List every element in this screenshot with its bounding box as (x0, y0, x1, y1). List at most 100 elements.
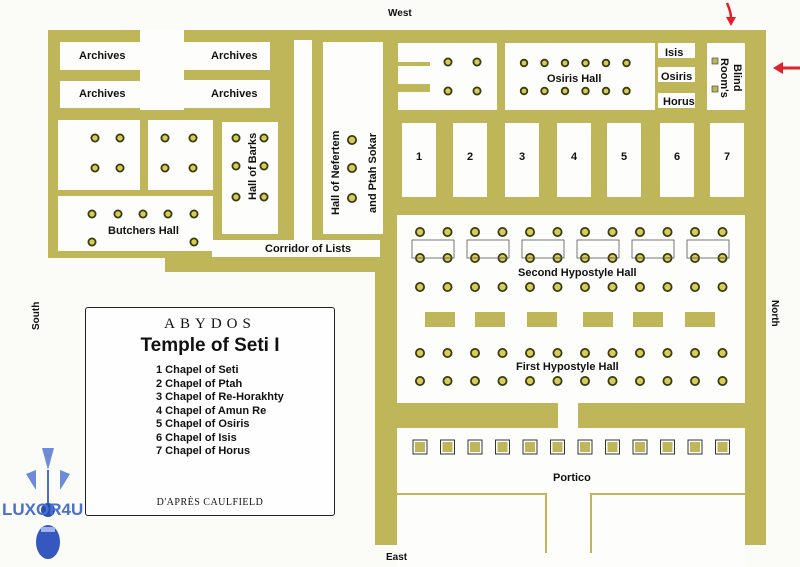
column-core (471, 283, 479, 291)
column-core (444, 377, 451, 385)
column-core (609, 377, 616, 385)
label-archives: Archives (211, 50, 257, 62)
chapel-room (505, 123, 539, 197)
column-core (554, 283, 561, 291)
portico-pillar (440, 439, 455, 455)
label-chapel-number: 4 (571, 151, 578, 163)
column-core (92, 165, 98, 171)
label-archives: Archives (79, 88, 125, 100)
portico-pillar (632, 439, 648, 455)
column-core (562, 60, 568, 66)
portico-pillar-core (690, 442, 700, 452)
label-chapel-number: 1 (416, 151, 422, 163)
column-core (719, 349, 726, 357)
column-core (691, 283, 699, 291)
column-core (89, 211, 95, 217)
column-core (624, 60, 629, 66)
legend-item: 7 Chapel of Horus (156, 445, 251, 457)
column-core (609, 349, 616, 357)
room-labels: Archives Archives Archives Archives Butc… (79, 47, 743, 484)
label-blind-rooms: Blind (731, 64, 743, 92)
column-core (542, 88, 547, 94)
label-corridor-of-lists: Corridor of Lists (265, 243, 351, 255)
column-core (444, 283, 451, 291)
chapel-room (402, 123, 436, 197)
column-core (499, 228, 506, 236)
column-core (117, 165, 123, 171)
chapel-room (710, 123, 744, 197)
label-chapel-number: 6 (674, 151, 680, 163)
label-second-hypostyle-hall: Second Hypostyle Hall (518, 267, 637, 279)
column-core (261, 135, 267, 141)
column-core (603, 60, 609, 66)
column-core (261, 163, 267, 169)
legend-item: 3 Chapel of Re-Horakhty (156, 391, 284, 403)
column-core (474, 59, 480, 65)
chapel-room (607, 123, 641, 197)
column-core (554, 228, 561, 236)
column-core (416, 377, 424, 385)
column-core (526, 377, 534, 385)
chapel-room (660, 123, 694, 197)
label-archives: Archives (211, 88, 257, 100)
portico-pillar (605, 439, 620, 455)
column-core (583, 88, 588, 94)
column-core (664, 377, 671, 385)
portico-pillar-core (662, 442, 673, 452)
column-core (521, 60, 527, 66)
column-core (233, 163, 239, 169)
column-core (444, 228, 451, 236)
portico-pillar (467, 439, 483, 455)
column-core (624, 88, 629, 94)
column-core (233, 135, 239, 141)
portico-pillar-core (552, 442, 563, 452)
portico-pillar (660, 439, 675, 455)
label-archives: Archives (79, 50, 125, 62)
column-core (416, 228, 424, 236)
pier (685, 312, 715, 327)
column-core (115, 211, 121, 217)
label-osiris: Osiris (661, 71, 692, 83)
column-core (609, 283, 616, 291)
column-core (526, 283, 534, 291)
column-core (554, 349, 561, 357)
pier (527, 312, 557, 327)
screen-wall (466, 239, 510, 259)
portico-pillar-core (442, 442, 453, 452)
column-core (691, 377, 699, 385)
portico-pillar (522, 439, 538, 455)
column-core (162, 135, 168, 141)
column-core (636, 349, 644, 357)
legend-item: 1 Chapel of Seti (156, 364, 239, 376)
direction-north: North (769, 300, 780, 327)
direction-east: East (386, 552, 408, 563)
column-core (471, 349, 479, 357)
portico-pillar-core (607, 442, 618, 452)
screen-wall (521, 239, 565, 259)
column-core (191, 239, 197, 245)
column-core (636, 228, 644, 236)
portico-pillar (495, 439, 510, 455)
legend-list: 1 Chapel of Seti 2 Chapel of Ptah 3 Chap… (156, 364, 284, 459)
label-chapel-number: 3 (519, 151, 525, 163)
column-core (140, 211, 146, 217)
column-core (499, 349, 506, 357)
scarab-logo-icon (26, 448, 70, 559)
portico-pillar-core (580, 442, 590, 452)
label-first-hypostyle-hall: First Hypostyle Hall (516, 361, 619, 373)
screen-wall (686, 239, 730, 259)
column-core (636, 283, 644, 291)
column-core (526, 349, 534, 357)
column-core (719, 283, 726, 291)
legend-box: ABYDOS Temple of Seti I 1 Chapel of Seti… (85, 307, 335, 516)
label-hall-of-nefertem: Hall of Nefertem (330, 130, 342, 215)
column-core (471, 377, 479, 385)
pier (633, 312, 663, 327)
red-arrow-left-icon (773, 62, 800, 74)
legend-place: ABYDOS (164, 316, 256, 332)
portico-pillar (577, 439, 593, 455)
legend-item: 6 Chapel of Isis (156, 431, 237, 444)
column-core (526, 228, 534, 236)
column-core (636, 377, 644, 385)
chapel-room (557, 123, 591, 197)
